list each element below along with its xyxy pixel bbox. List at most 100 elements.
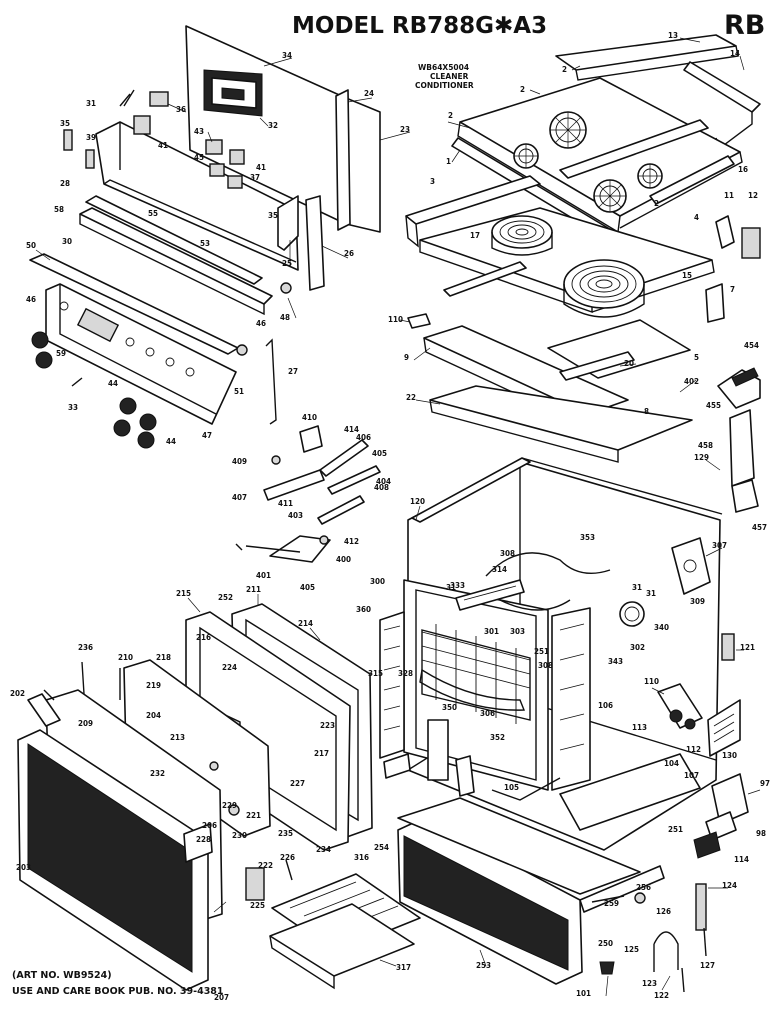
bracket-97 <box>711 773 749 825</box>
callout-207: 207 <box>214 993 229 1002</box>
callout-28: 28 <box>60 179 70 188</box>
callout-256: 256 <box>636 883 651 892</box>
callout-110: 110 <box>388 315 403 324</box>
door-assembly <box>17 603 373 991</box>
callout-251: 251 <box>534 647 549 656</box>
callout-12: 12 <box>748 191 758 200</box>
callout-302: 302 <box>630 643 645 652</box>
rod-27 <box>265 338 277 425</box>
callout-55: 55 <box>148 209 158 218</box>
wire-35 <box>119 89 135 107</box>
callout-31: 31 <box>632 583 642 592</box>
knob-59b <box>35 351 53 369</box>
callout-2: 2 <box>520 85 525 94</box>
callout-7: 7 <box>730 285 735 294</box>
callout-316: 316 <box>354 853 369 862</box>
model-title: MODEL RB788G✱A3 <box>292 13 547 39</box>
callout-8: 8 <box>644 407 649 416</box>
callout-306: 306 <box>480 709 495 718</box>
callout-230: 230 <box>232 831 247 840</box>
callout-126: 126 <box>656 907 671 916</box>
callout-251: 251 <box>668 825 683 834</box>
callout-15: 15 <box>682 271 692 280</box>
side-rail-2a <box>559 119 709 179</box>
callout-227: 227 <box>290 779 305 788</box>
vent-duct-458 <box>729 409 755 487</box>
callout-218: 218 <box>156 653 171 662</box>
callout-350: 350 <box>442 703 457 712</box>
callout-129: 129 <box>694 453 709 462</box>
callout-203: 203 <box>16 863 31 872</box>
hinge-113 <box>669 709 683 723</box>
channel-29 <box>79 207 273 305</box>
screw-33 <box>71 377 83 387</box>
burner-rail-16 <box>443 261 527 297</box>
footer: (ART NO. WB9524) USE AND CARE BOOK PUB. … <box>12 970 224 997</box>
wire-harness <box>485 552 611 577</box>
callout-123: 123 <box>642 979 657 988</box>
bracket-7 <box>705 283 725 323</box>
callout-20: 20 <box>624 359 634 368</box>
callout-455: 455 <box>706 401 721 410</box>
corner-code: RB <box>724 10 765 41</box>
callout-210: 210 <box>118 653 133 662</box>
callout-360: 360 <box>356 605 371 614</box>
callout-1: 1 <box>446 157 451 166</box>
callout-229: 229 <box>222 801 237 810</box>
callout-458: 458 <box>698 441 713 450</box>
screw-412 <box>319 535 329 545</box>
knob-45c <box>227 175 243 189</box>
plate-20 <box>559 351 635 381</box>
rod-236 <box>81 661 85 695</box>
drawer-assembly <box>269 797 707 993</box>
callout-31: 31 <box>86 99 96 108</box>
callout-104: 104 <box>664 759 679 768</box>
callout-315: 315 <box>368 669 383 678</box>
bar-256 <box>591 895 625 903</box>
callout-46: 46 <box>256 319 266 328</box>
callout-11: 11 <box>724 191 734 200</box>
panel-22 <box>429 385 693 451</box>
callout-101: 101 <box>576 989 591 998</box>
callout-121: 121 <box>740 643 755 652</box>
callout-23: 23 <box>400 125 410 134</box>
terminal-121 <box>721 633 735 661</box>
callout-9: 9 <box>404 353 409 362</box>
callout-41: 41 <box>158 141 168 150</box>
oven-light-340 <box>619 601 645 627</box>
surface-element-small-17 <box>491 215 553 256</box>
callout-401: 401 <box>256 571 271 580</box>
note-conditioner: CONDITIONER <box>415 81 474 90</box>
bracket-307 <box>671 537 711 595</box>
callout-30: 30 <box>62 237 72 246</box>
knob-44c <box>139 413 157 431</box>
bracket-106 <box>455 755 475 797</box>
callout-124: 124 <box>722 881 737 890</box>
callout-53: 53 <box>200 239 210 248</box>
side-panel-106 <box>551 607 591 791</box>
leg-124 <box>695 883 707 931</box>
callout-457: 457 <box>752 523 767 532</box>
control-housing-31 <box>95 121 299 271</box>
callout-234: 234 <box>316 845 331 854</box>
door-handle <box>183 823 213 863</box>
fuse-35 <box>63 129 73 151</box>
callout-44: 44 <box>108 379 118 388</box>
callout-37: 37 <box>250 173 260 182</box>
callout-2: 2 <box>562 65 567 74</box>
cooktop-assembly <box>405 34 761 513</box>
drawer-screen <box>403 835 569 971</box>
cleaner-note: WB64X5004 CLEANER CONDITIONER <box>415 63 474 90</box>
callout-211: 211 <box>246 585 261 594</box>
callout-112: 112 <box>686 745 701 754</box>
callout-45: 45 <box>194 153 204 162</box>
wire-105 <box>491 777 561 801</box>
callout-343: 343 <box>608 657 623 666</box>
callout-214: 214 <box>298 619 313 628</box>
latch-400 <box>269 535 331 563</box>
callout-35: 35 <box>60 119 70 128</box>
strip-202 <box>27 693 61 727</box>
callout-47: 47 <box>202 431 212 440</box>
screw-48 <box>280 282 292 294</box>
callout-122: 122 <box>654 991 669 1000</box>
